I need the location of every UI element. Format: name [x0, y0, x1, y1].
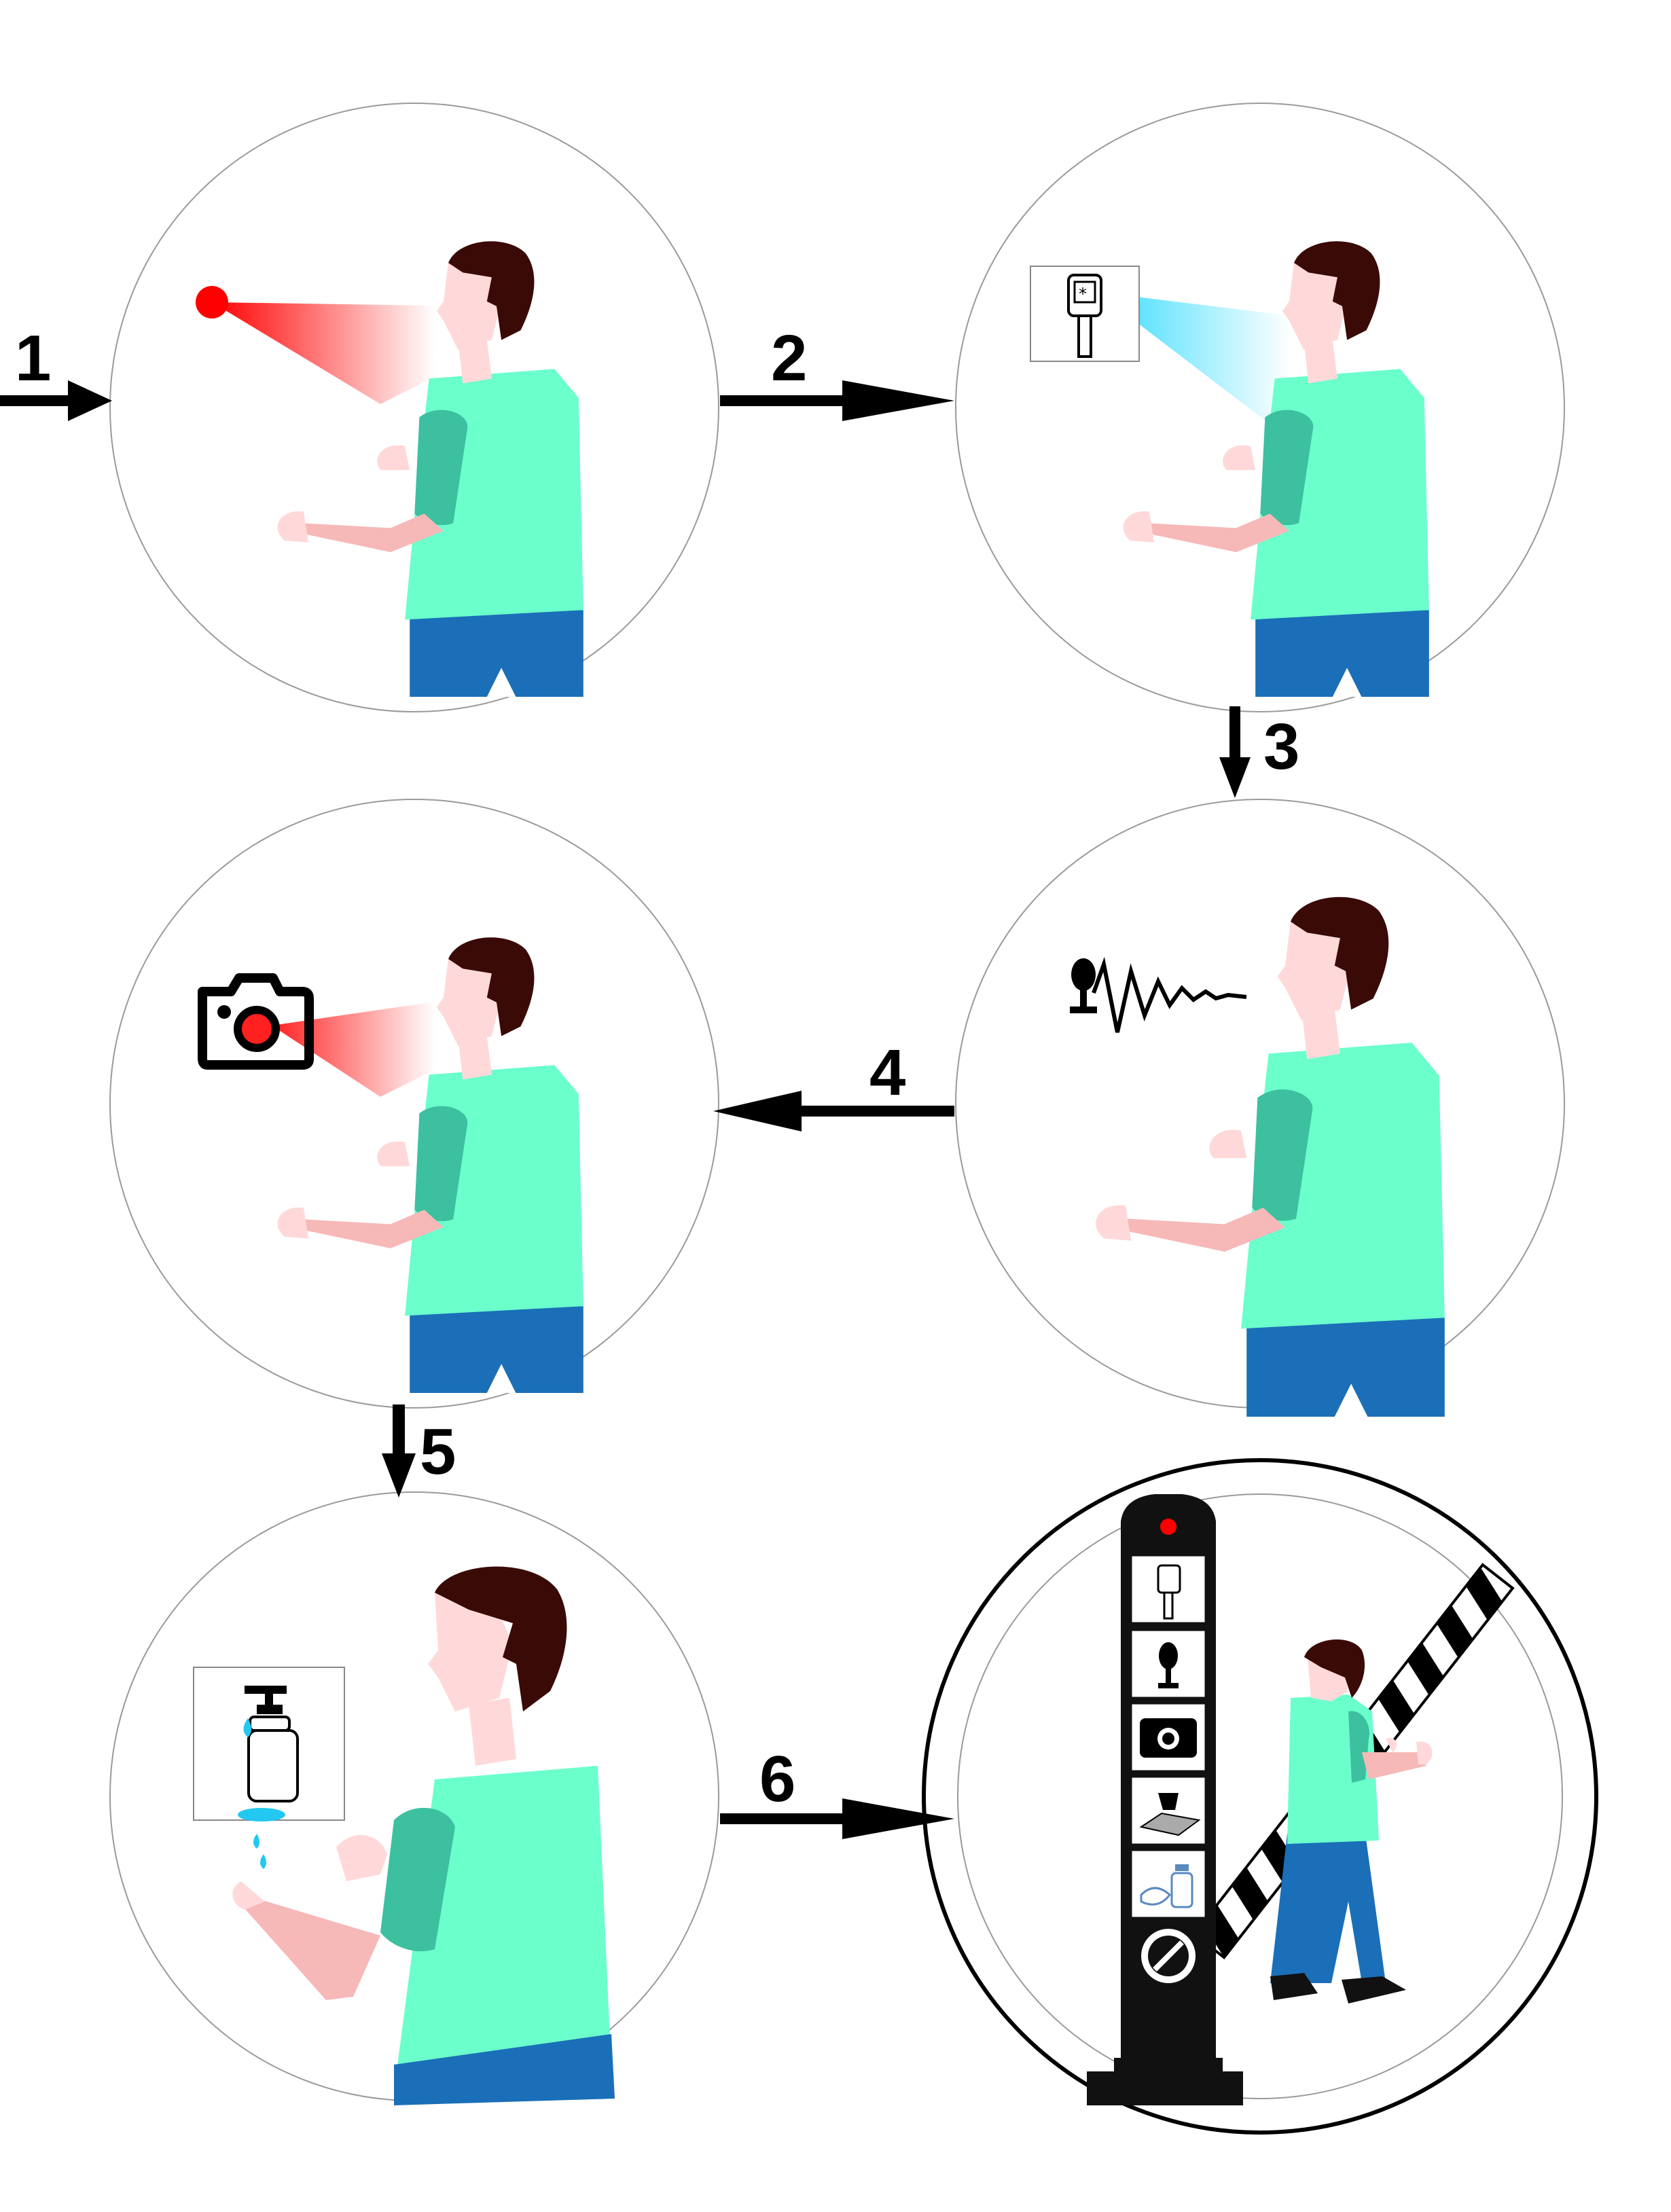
arrow-2: 2 [720, 322, 954, 421]
voice-wave [1092, 956, 1247, 1033]
step6-person [1270, 1639, 1433, 2004]
kiosk-panel-thermometer [1130, 1554, 1207, 1625]
step-label-3: 3 [1263, 710, 1299, 783]
step-label-6: 6 [759, 1743, 795, 1815]
step-label-1: 1 [15, 322, 51, 395]
arrow-4: 4 [713, 1036, 954, 1131]
step3-scene [198, 937, 583, 1393]
camera-icon [198, 973, 314, 1070]
step-label-2: 2 [771, 322, 807, 395]
step4-scene [1070, 896, 1445, 1417]
red-dot-icon [196, 286, 228, 319]
step6-outer-circle [922, 1458, 1598, 2135]
step5-scene [193, 1566, 615, 2105]
kiosk-red-light [1160, 1519, 1176, 1535]
arrow-3: 3 [1219, 706, 1299, 798]
step-label-4: 4 [869, 1036, 905, 1109]
step2-scene: * [1030, 241, 1429, 697]
kiosk-panel-sanitizer [1130, 1849, 1207, 1919]
kiosk-panel-hand-scanner [1130, 1775, 1207, 1846]
svg-text:*: * [1079, 285, 1087, 304]
arrow-1: 1 [0, 322, 112, 421]
kiosk-panel-camera [1130, 1702, 1207, 1773]
step6-scene [1087, 1494, 1515, 2105]
sanitizer-icon [193, 1667, 345, 1869]
no-entry-icon [1141, 1929, 1196, 1983]
step-label-5: 5 [420, 1415, 456, 1488]
thermometer-icon: * [1030, 266, 1140, 362]
arrow-5: 5 [382, 1404, 456, 1498]
step6-inner-circle [957, 1493, 1563, 2099]
arrow-6: 6 [720, 1743, 954, 1839]
step1-scene [196, 241, 583, 697]
kiosk [1087, 1494, 1243, 2105]
step5-person [232, 1566, 615, 2105]
kiosk-panel-microphone [1130, 1629, 1207, 1699]
microphone-icon [1070, 958, 1097, 1013]
